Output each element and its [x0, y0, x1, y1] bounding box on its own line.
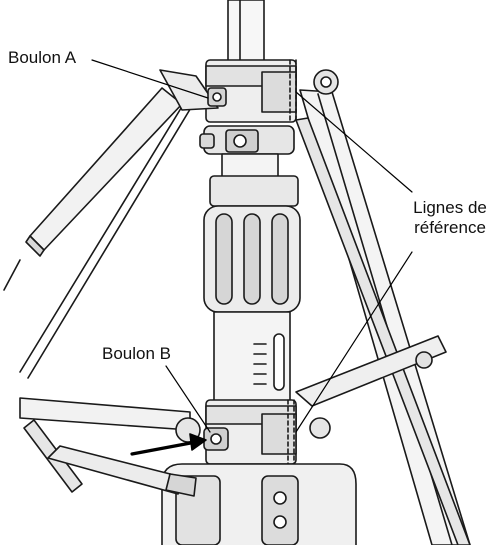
mid-tube: [209, 153, 299, 207]
lower-tube: [213, 311, 291, 403]
label-bolt-b: Boulon B: [102, 344, 171, 363]
leader-lines: [91, 59, 413, 433]
back-leg-left-2: [27, 105, 193, 379]
label-bolt-a: Boulon A: [8, 48, 77, 67]
insert-arrow: [130, 433, 207, 456]
leader-ref-upper: [295, 91, 413, 193]
right-brace: [295, 335, 447, 407]
upper-clamp: [199, 125, 295, 155]
base-housing: [161, 463, 357, 545]
label-reference-lines-1: Lignes de: [413, 198, 487, 217]
right-hinge: [313, 69, 339, 95]
t-wrench: [23, 419, 197, 497]
upper-collar: [205, 59, 297, 123]
leader-bolt-b: [165, 365, 211, 433]
leader-ref-lower: [295, 251, 413, 433]
upper-tube: [227, 0, 265, 63]
grip-sleeve: [203, 205, 301, 313]
bolt-b: [203, 427, 229, 451]
left-leg: [3, 87, 183, 291]
leader-bolt-a: [91, 59, 209, 99]
label-reference-lines: Lignes de référence: [407, 198, 493, 238]
back-leg-left: [19, 99, 187, 373]
bolt-a-assembly: [159, 69, 227, 111]
left-brace: [19, 397, 201, 443]
label-reference-lines-2: référence: [414, 218, 486, 237]
lower-collar: [205, 399, 331, 465]
